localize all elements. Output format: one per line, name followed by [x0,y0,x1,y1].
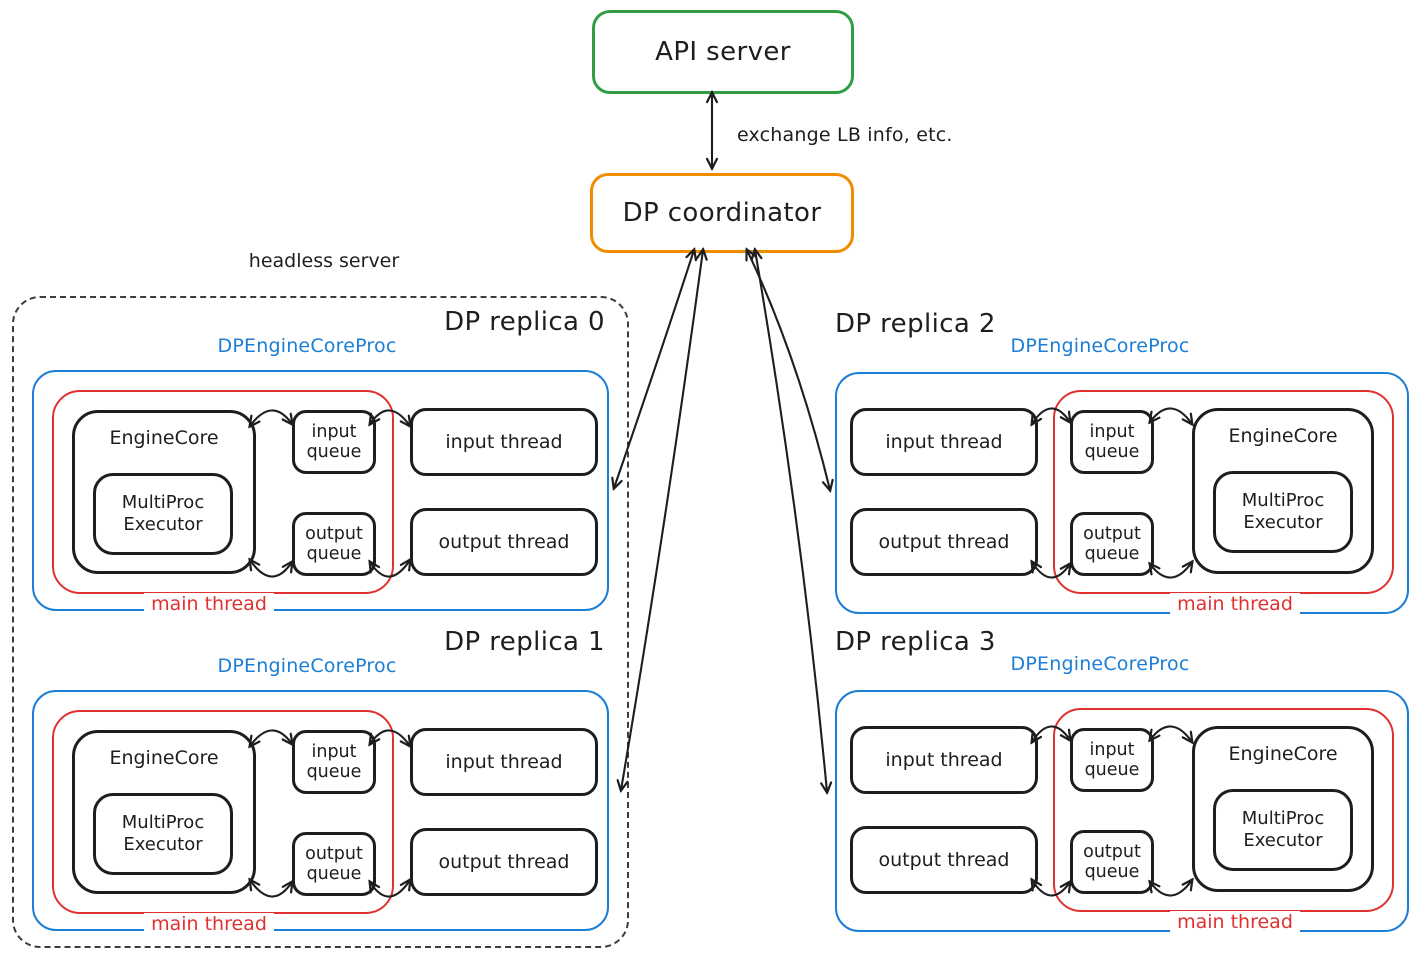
replica-title: DP replica 3 [835,627,996,657]
dp-engine-core-proc-box [835,690,1409,932]
dp-engine-core-proc-box [32,690,609,931]
proc-label: DPEngineCoreProc [217,335,397,357]
input-thread-label: input thread [445,751,563,773]
api-server-node: API server [592,10,854,94]
output-queue-box: output queue [1070,512,1154,576]
dp-replica-1: DP replica 1 DPEngineCoreProc EngineCore… [32,627,610,942]
headless-server-label: headless server [248,250,400,272]
input-thread-label: input thread [885,749,1003,771]
output-queue-label: output queue [305,523,363,564]
engine-core-label: EngineCore [1228,425,1338,447]
engine-core-label: EngineCore [1228,743,1338,765]
proc-label: DPEngineCoreProc [217,655,397,677]
input-thread-box: input thread [410,408,598,476]
dp-replica-3: DP replica 3 DPEngineCoreProc input thre… [835,627,1413,942]
arrow-coordinator-replica2 [747,250,830,490]
input-queue-label: input queue [1084,739,1140,780]
multiproc-executor-label: MultiProc Executor [121,811,205,856]
main-thread-label: main thread [144,593,274,615]
proc-label: DPEngineCoreProc [1010,653,1190,675]
output-thread-label: output thread [438,851,570,873]
replica-title: DP replica 0 [444,307,605,337]
dp-engine-core-proc-box [32,370,609,611]
dp-engine-core-proc-box [835,372,1409,614]
replica-title: DP replica 1 [444,627,605,657]
output-queue-label: output queue [1083,523,1141,564]
input-queue-box: input queue [1070,410,1154,474]
dp-replica-2: DP replica 2 DPEngineCoreProc input thre… [835,309,1413,624]
input-thread-label: input thread [885,431,1003,453]
input-thread-box: input thread [410,728,598,796]
input-queue-label: input queue [306,741,362,782]
input-thread-box: input thread [850,726,1038,794]
engine-core-box: EngineCore MultiProc Executor [1192,408,1374,574]
output-queue-box: output queue [292,512,376,576]
replica-title: DP replica 2 [835,309,996,339]
main-thread-label: main thread [1170,593,1300,615]
input-queue-box: input queue [292,410,376,474]
multiproc-executor-label: MultiProc Executor [1241,807,1325,852]
multiproc-executor-box: MultiProc Executor [1213,789,1353,871]
engine-core-box: EngineCore MultiProc Executor [72,410,256,574]
output-thread-box: output thread [410,508,598,576]
output-thread-label: output thread [438,531,570,553]
multiproc-executor-label: MultiProc Executor [121,491,205,536]
exchange-lb-info-label: exchange LB info, etc. [737,124,953,146]
input-queue-label: input queue [306,421,362,462]
engine-core-box: EngineCore MultiProc Executor [1192,726,1374,892]
main-thread-label: main thread [144,913,274,935]
dp-coordinator-node: DP coordinator [590,173,854,253]
multiproc-executor-box: MultiProc Executor [1213,471,1353,553]
engine-core-box: EngineCore MultiProc Executor [72,730,256,894]
output-thread-box: output thread [410,828,598,896]
output-thread-label: output thread [878,531,1010,553]
input-thread-label: input thread [445,431,563,453]
engine-core-label: EngineCore [109,427,219,449]
input-queue-box: input queue [1070,728,1154,792]
output-thread-box: output thread [850,826,1038,894]
output-queue-box: output queue [292,832,376,896]
dp-replica-0: DP replica 0 DPEngineCoreProc EngineCore… [32,307,610,622]
output-queue-box: output queue [1070,830,1154,894]
output-queue-label: output queue [305,843,363,884]
proc-label: DPEngineCoreProc [1010,335,1190,357]
input-thread-box: input thread [850,408,1038,476]
output-thread-box: output thread [850,508,1038,576]
input-queue-box: input queue [292,730,376,794]
main-thread-label: main thread [1170,911,1300,933]
api-server-label: API server [655,37,791,67]
output-queue-label: output queue [1083,841,1141,882]
multiproc-executor-box: MultiProc Executor [93,473,233,555]
output-thread-label: output thread [878,849,1010,871]
multiproc-executor-label: MultiProc Executor [1241,489,1325,534]
multiproc-executor-box: MultiProc Executor [93,793,233,875]
input-queue-label: input queue [1084,421,1140,462]
dp-coordinator-label: DP coordinator [622,198,822,228]
arrow-coordinator-replica1 [621,250,703,790]
arrow-coordinator-replica3 [755,250,827,792]
engine-core-label: EngineCore [109,747,219,769]
